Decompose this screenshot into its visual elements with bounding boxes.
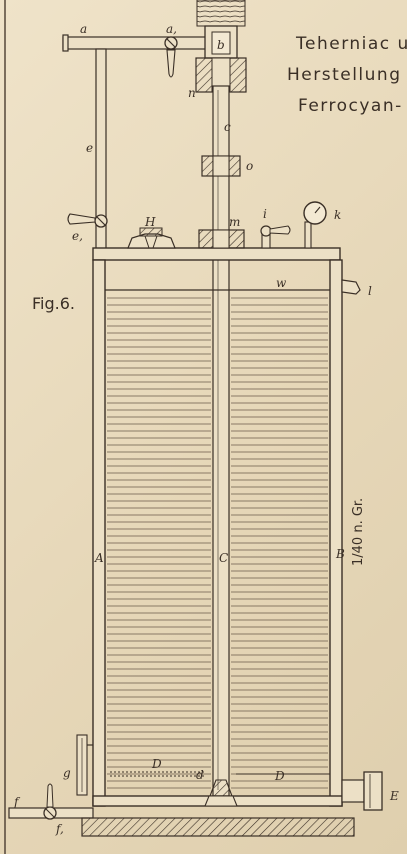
vessel-lid [92, 247, 341, 261]
header-line-2: Herstellung v [287, 65, 407, 85]
label-b: b [217, 38, 225, 52]
label-k: k [334, 208, 341, 222]
label-m: m [229, 215, 240, 229]
top-pipe [62, 34, 214, 52]
gauge-glass-g [76, 734, 93, 796]
label-e: e [86, 141, 93, 155]
label-A: A [94, 551, 104, 565]
label-i: i [263, 207, 267, 221]
top-wood-block [196, 0, 246, 27]
central-rod [201, 85, 241, 797]
label-l: l [368, 284, 372, 298]
label-a: a [80, 22, 87, 36]
inlet-pipe-f [8, 783, 94, 820]
scale-note: 1/40 n. Gr. [351, 498, 366, 566]
label-o: o [246, 159, 253, 173]
label-D-left: D [151, 757, 162, 771]
valve-a1 [164, 36, 178, 78]
floor-base [81, 817, 355, 837]
stuffing-box [195, 25, 247, 93]
figure-label: Fig.6. [32, 294, 75, 313]
rod-gland-m [198, 229, 245, 249]
outlet-E [341, 771, 383, 811]
label-C-mid: C [219, 551, 228, 565]
label-H: H [144, 215, 156, 229]
label-c-top: c [224, 120, 231, 134]
outlet-l [341, 279, 361, 295]
pressure-gauge-k [303, 201, 327, 249]
label-D-right: D [274, 769, 285, 783]
rod-base [204, 795, 238, 807]
label-d: d [196, 768, 204, 782]
vessel-wall-left [92, 259, 106, 807]
label-w: w [276, 276, 287, 290]
label-e1: e, [72, 229, 83, 243]
label-E: E [389, 789, 399, 803]
valve-e1 [67, 213, 108, 228]
manhole-H [127, 227, 176, 249]
liquid-fill [107, 297, 328, 789]
vessel-wall-right [329, 259, 343, 807]
label-B: B [335, 547, 345, 561]
header-line-1: Teherniac u [295, 34, 407, 54]
label-g: g [63, 766, 71, 780]
valve-i [260, 225, 291, 249]
label-f: f [13, 795, 21, 809]
label-a1: a, [166, 22, 177, 36]
header-line-3: Ferrocyan- [298, 96, 403, 116]
label-n: n [188, 86, 196, 100]
label-f1: f, [55, 822, 64, 836]
steam-coil-D [110, 771, 330, 777]
